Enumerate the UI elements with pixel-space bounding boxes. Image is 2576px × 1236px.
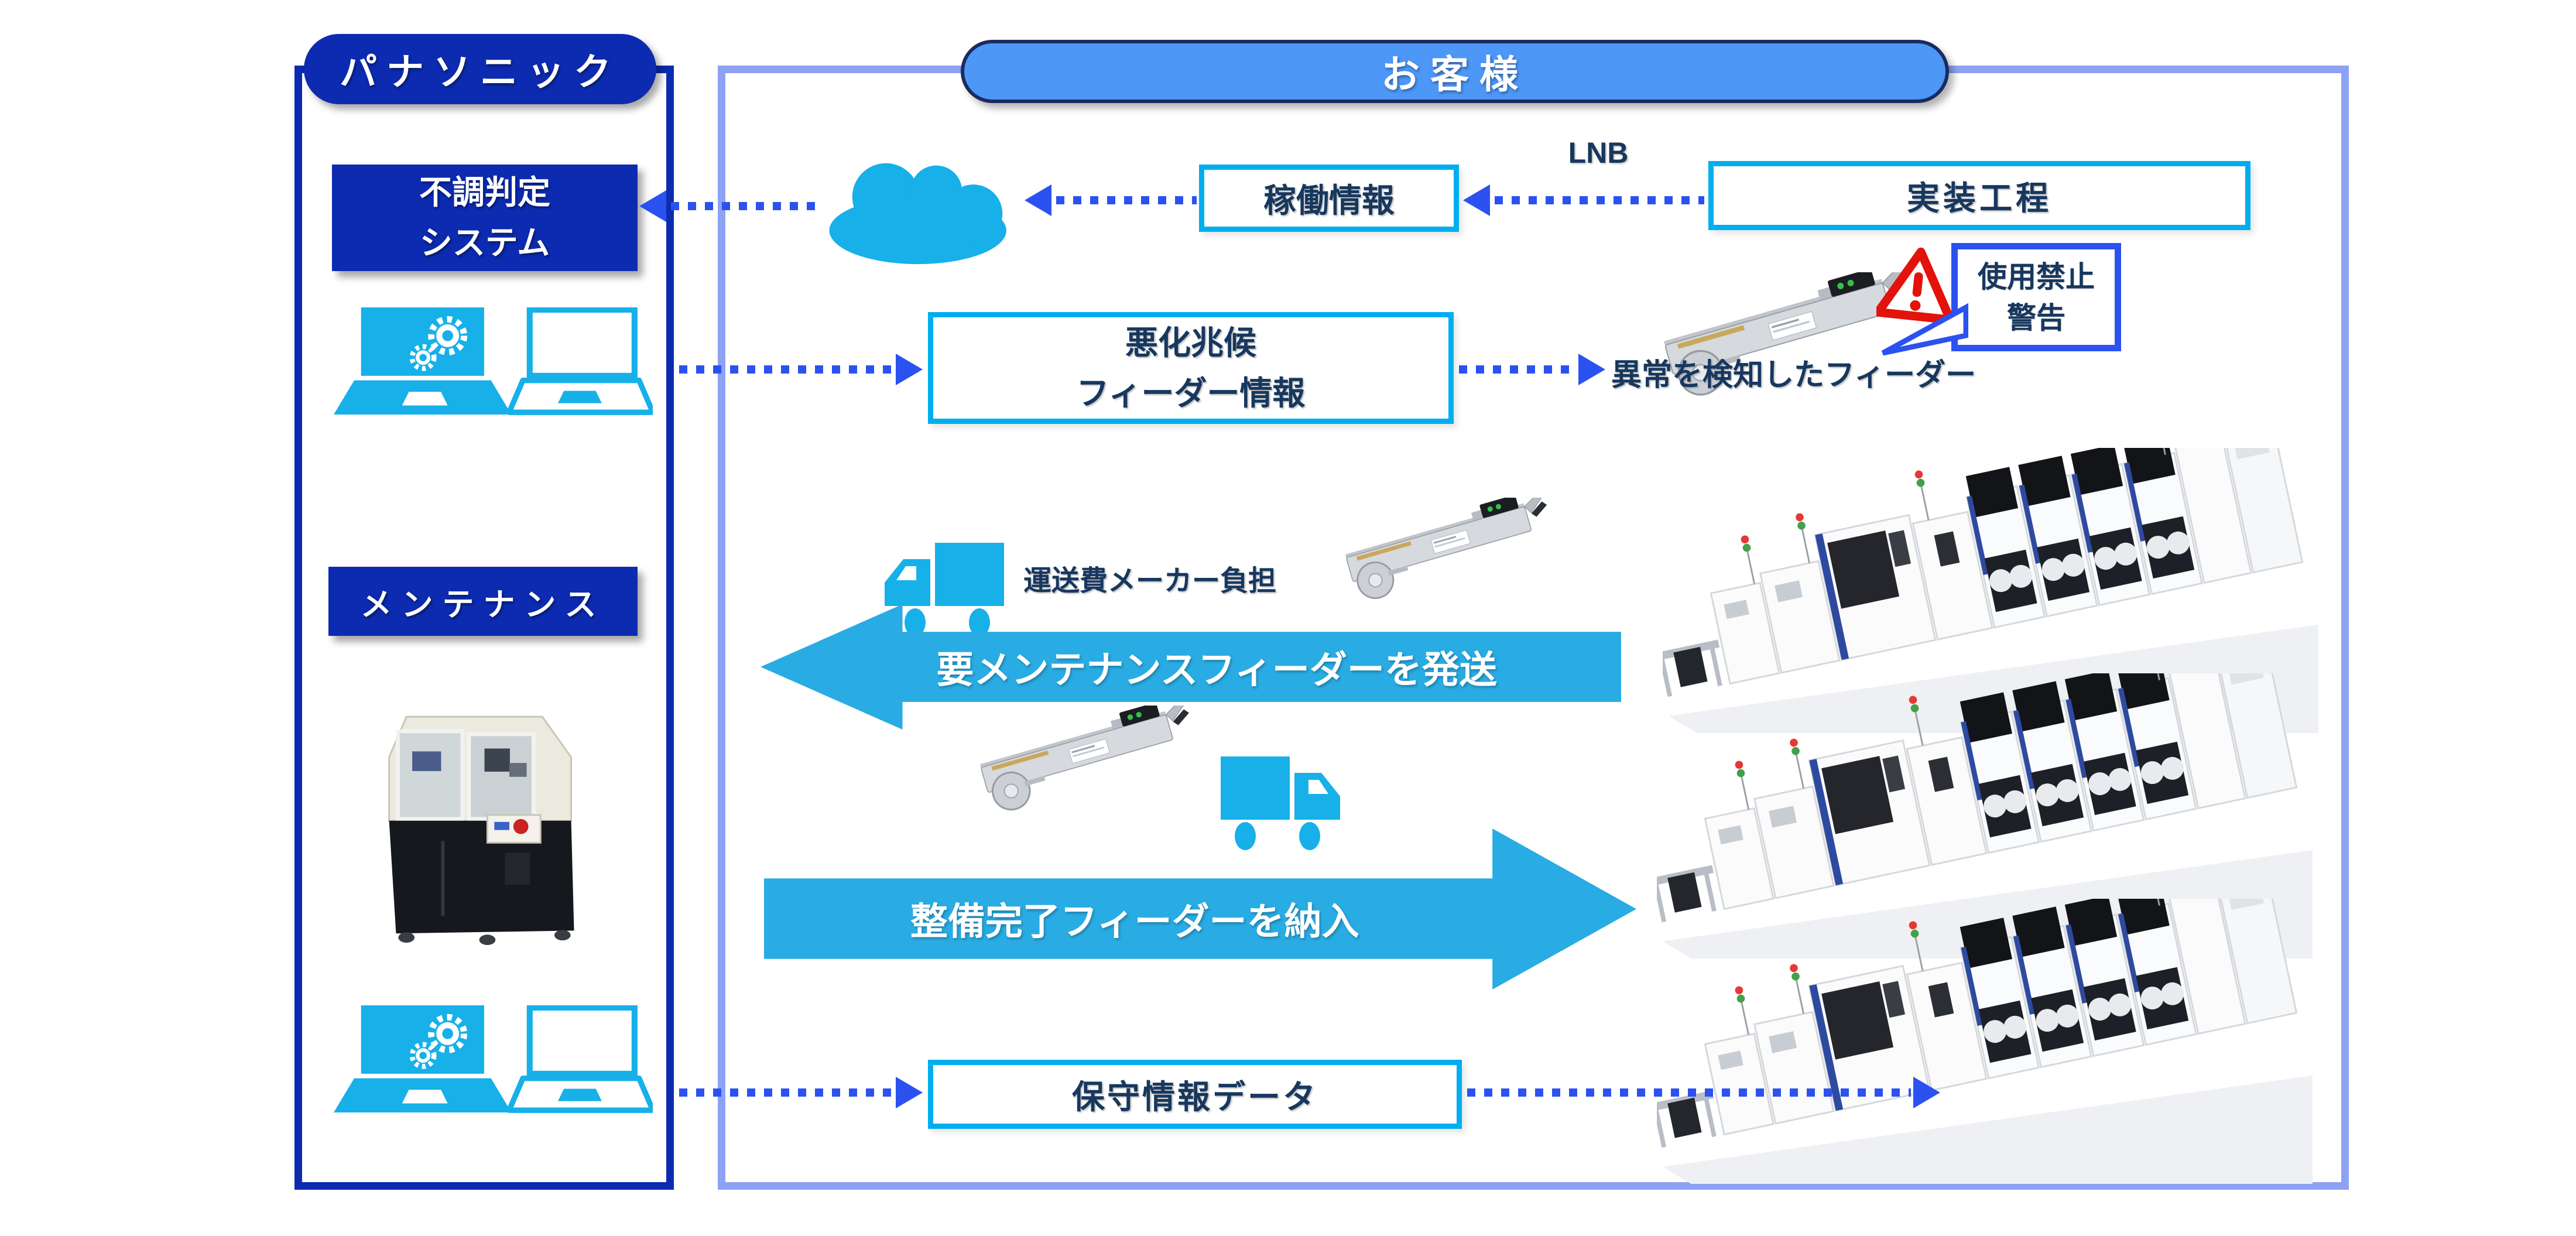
arrow-deterioration-to-feeder [1578,354,1605,385]
laptop-outline-icon [334,1005,653,1115]
usage-prohibited-warning-bubble: 使用禁止 警告 [1951,243,2121,351]
maintenance-data-label: 保守情報データ [1072,1078,1318,1115]
panasonic-pill: パナソニック [304,34,656,104]
arrow-mounting-to-operation [1463,184,1490,216]
customer-title: お客様 [1381,53,1529,96]
customer-panel [718,66,2349,1190]
deterioration-line2: フィーダー情報 [1076,374,1306,412]
dash-cloud-to-fault-system [671,202,818,210]
bubble-tail [1881,303,1968,356]
send-feeder-arrow-label: 要メンテナンスフィーダーを発送 [936,649,1497,691]
maintenance-machine-photo [372,676,597,948]
serviced-feeder-photo [969,706,1203,812]
warning-line2: 警告 [2007,301,2065,334]
maintenance-box: メンテナンス [328,567,638,636]
arrow-panasonic-to-deterioration [896,354,923,385]
cloud-icon [820,148,1022,265]
dash-operation-to-cloud [1056,196,1197,204]
lnb-label: LNB [1568,136,1629,169]
fault-system-line2: システム [419,224,550,261]
deterioration-info-box: 悪化兆候 フィーダー情報 [928,312,1454,424]
warning-line1: 使用禁止 [1978,260,2095,293]
truck-right-icon [1221,749,1344,855]
mounting-process-label: 実装工程 [1907,179,2052,217]
abnormal-feeder-label: 異常を検知したフィーダー [1611,358,1976,392]
panasonic-panel [294,66,674,1190]
dash-mounting-to-operation [1495,196,1704,204]
customer-pill: お客様 [961,40,1949,103]
panasonic-title: パナソニック [340,51,621,93]
arrow-operation-to-cloud [1025,184,1051,216]
arrow-mdata-to-lines [1913,1077,1940,1108]
deterioration-line1: 悪化兆候 [1125,324,1256,361]
fault-system-line1: 不調判定 [419,174,550,211]
arrow-panasonic-to-mdata [896,1077,923,1108]
deliver-feeder-arrow-label: 整備完了フィーダーを納入 [910,901,1359,943]
fault-judgment-system-box: 不調判定 システム [332,165,638,271]
operation-info-box: 稼働情報 [1199,165,1459,232]
dash-mdata-to-lines [1467,1088,1911,1097]
dash-deterioration-to-feeder [1459,365,1576,374]
arrow-cloud-to-fault-system [639,190,666,222]
shipping-cost-label: 運送費メーカー負担 [1023,566,1277,597]
maintenance-data-box: 保守情報データ [928,1060,1462,1129]
sent-feeder-photo [1335,498,1560,601]
dash-panasonic-to-mdata [679,1088,893,1097]
laptop-gears-icon [334,307,653,417]
maintenance-label: メンテナンス [360,587,606,622]
mounting-process-box: 実装工程 [1708,161,2250,230]
smt-line-photo-3 [1657,899,2313,1184]
dash-panasonic-to-deterioration [679,365,893,374]
operation-info-label: 稼働情報 [1263,182,1395,219]
